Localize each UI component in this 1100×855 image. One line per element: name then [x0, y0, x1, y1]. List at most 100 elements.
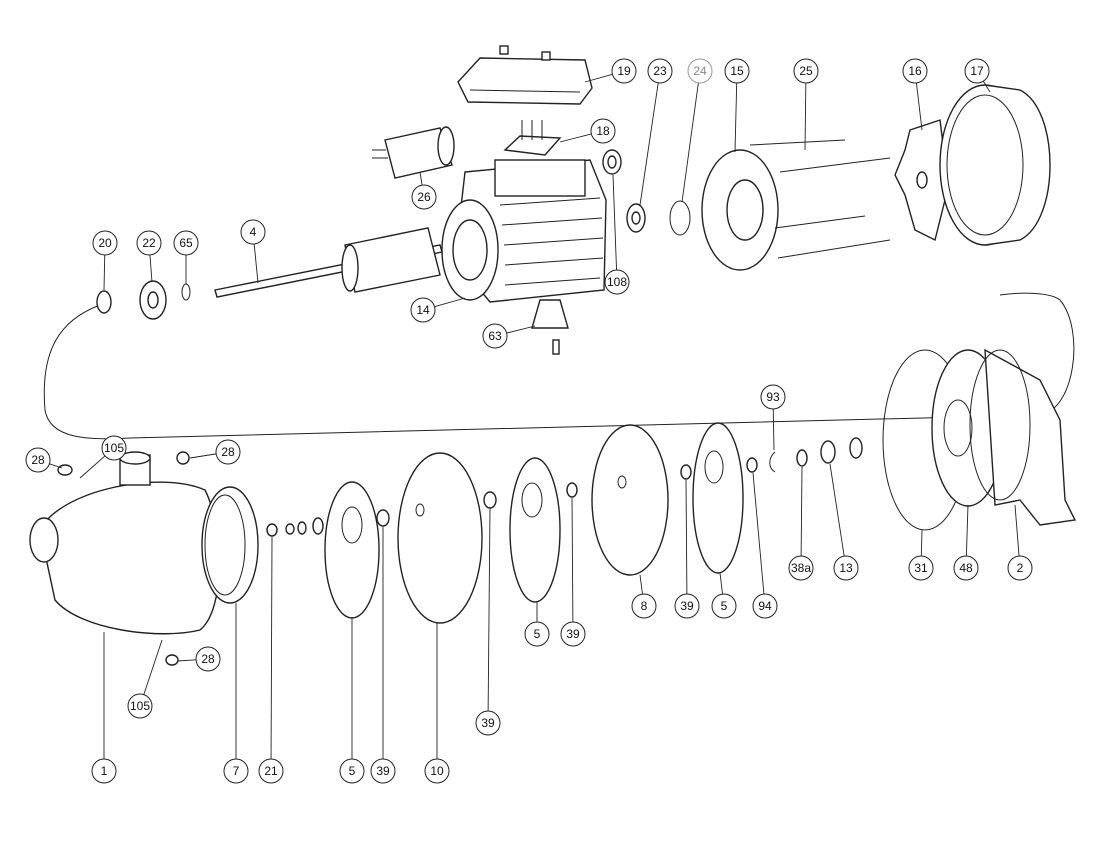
washer	[297, 521, 307, 535]
leader-line	[571, 497, 574, 623]
callout-circle	[424, 758, 450, 784]
callout-label: 5	[349, 764, 356, 778]
callout-28: 28	[25, 447, 51, 473]
callout-label: 108	[607, 275, 627, 289]
callout-label: 1	[101, 764, 108, 778]
callout-circle	[964, 58, 990, 84]
callout-circle	[611, 58, 637, 84]
leader-line	[189, 453, 217, 459]
mechanical-seal	[820, 437, 863, 464]
callout-label: 2	[1017, 561, 1024, 575]
callout-94: 94	[752, 593, 778, 619]
leader-line	[506, 325, 536, 334]
callout-label: 38a	[791, 561, 811, 575]
callout-21: 21	[258, 758, 284, 784]
callout-circle	[258, 758, 284, 784]
callout-circle	[760, 384, 786, 410]
capacitor	[372, 126, 455, 179]
callout-circle	[25, 447, 51, 473]
callout-22: 22	[136, 230, 162, 256]
callout-38a: 38a	[788, 555, 814, 581]
leader-line	[772, 408, 775, 451]
callout-39: 39	[370, 758, 396, 784]
callout-label: 22	[142, 236, 156, 250]
leader-line	[103, 254, 106, 291]
callout-18: 18	[590, 118, 616, 144]
callout-circle	[101, 435, 127, 461]
impeller	[509, 457, 561, 603]
leader-line	[965, 504, 969, 557]
callout-circle	[173, 230, 199, 256]
leader-line	[681, 82, 699, 203]
callout-label: 26	[417, 190, 431, 204]
callout-label: 93	[766, 390, 780, 404]
leader-line	[920, 529, 923, 557]
callout-label: 15	[730, 64, 744, 78]
callout-circle	[647, 58, 673, 84]
callout-25: 25	[793, 58, 819, 84]
callout-5: 5	[524, 621, 550, 647]
leader-line	[253, 243, 259, 284]
motor-foot	[531, 299, 569, 355]
rotor-shaft	[214, 227, 443, 298]
callout-label: 63	[488, 329, 502, 343]
impeller	[692, 422, 744, 574]
callout-39: 39	[560, 621, 586, 647]
callout-16: 16	[902, 58, 928, 84]
callout-circle	[711, 593, 737, 619]
callout-label: 39	[376, 764, 390, 778]
callout-label: 105	[130, 699, 150, 713]
leader-line	[752, 472, 765, 595]
callout-label: 65	[179, 236, 193, 250]
callout-28: 28	[215, 439, 241, 465]
fan-cover	[939, 84, 1051, 246]
leader-line	[829, 463, 845, 557]
callout-105: 105	[101, 435, 127, 461]
callout-39: 39	[475, 710, 501, 736]
leader-line	[49, 463, 63, 469]
leader-line	[487, 507, 491, 712]
callout-label: 21	[264, 764, 278, 778]
callout-label: 5	[721, 599, 728, 613]
callout-48: 48	[953, 555, 979, 581]
callout-circle	[136, 230, 162, 256]
impeller	[324, 481, 380, 619]
spacer	[312, 517, 324, 535]
callout-label: 13	[839, 561, 853, 575]
callout-circle	[475, 710, 501, 736]
callout-label: 4	[250, 225, 257, 239]
stage-chamber	[397, 452, 483, 624]
callout-circle	[339, 758, 365, 784]
leader-line	[734, 82, 738, 153]
callout-circle	[752, 593, 778, 619]
callout-circle	[1007, 555, 1033, 581]
callout-13: 13	[833, 555, 859, 581]
leader-line	[800, 466, 803, 557]
callout-7: 7	[223, 758, 249, 784]
callout-label: 28	[221, 445, 235, 459]
spacer-sleeve	[376, 509, 390, 527]
washer	[285, 523, 295, 535]
callout-108: 108	[604, 269, 630, 295]
leader-line	[79, 455, 106, 479]
callout-circle	[127, 693, 153, 719]
callout-circle	[604, 269, 630, 295]
impeller-nut	[266, 523, 278, 537]
spring-washer	[669, 200, 691, 236]
callout-label: 5	[534, 627, 541, 641]
callout-label: 25	[799, 64, 813, 78]
callout-label: 39	[481, 716, 495, 730]
leader-line	[685, 479, 688, 595]
callout-label: 31	[914, 561, 928, 575]
callout-label: 105	[104, 441, 124, 455]
spacer	[746, 457, 758, 473]
callout-label: 19	[617, 64, 631, 78]
callout-105: 105	[127, 693, 153, 719]
assembly-outline	[43, 292, 1075, 440]
callout-label: 17	[970, 64, 984, 78]
callout-label: 20	[98, 236, 112, 250]
terminal-block	[503, 120, 562, 156]
callout-circle	[370, 758, 396, 784]
circlip	[181, 283, 191, 301]
